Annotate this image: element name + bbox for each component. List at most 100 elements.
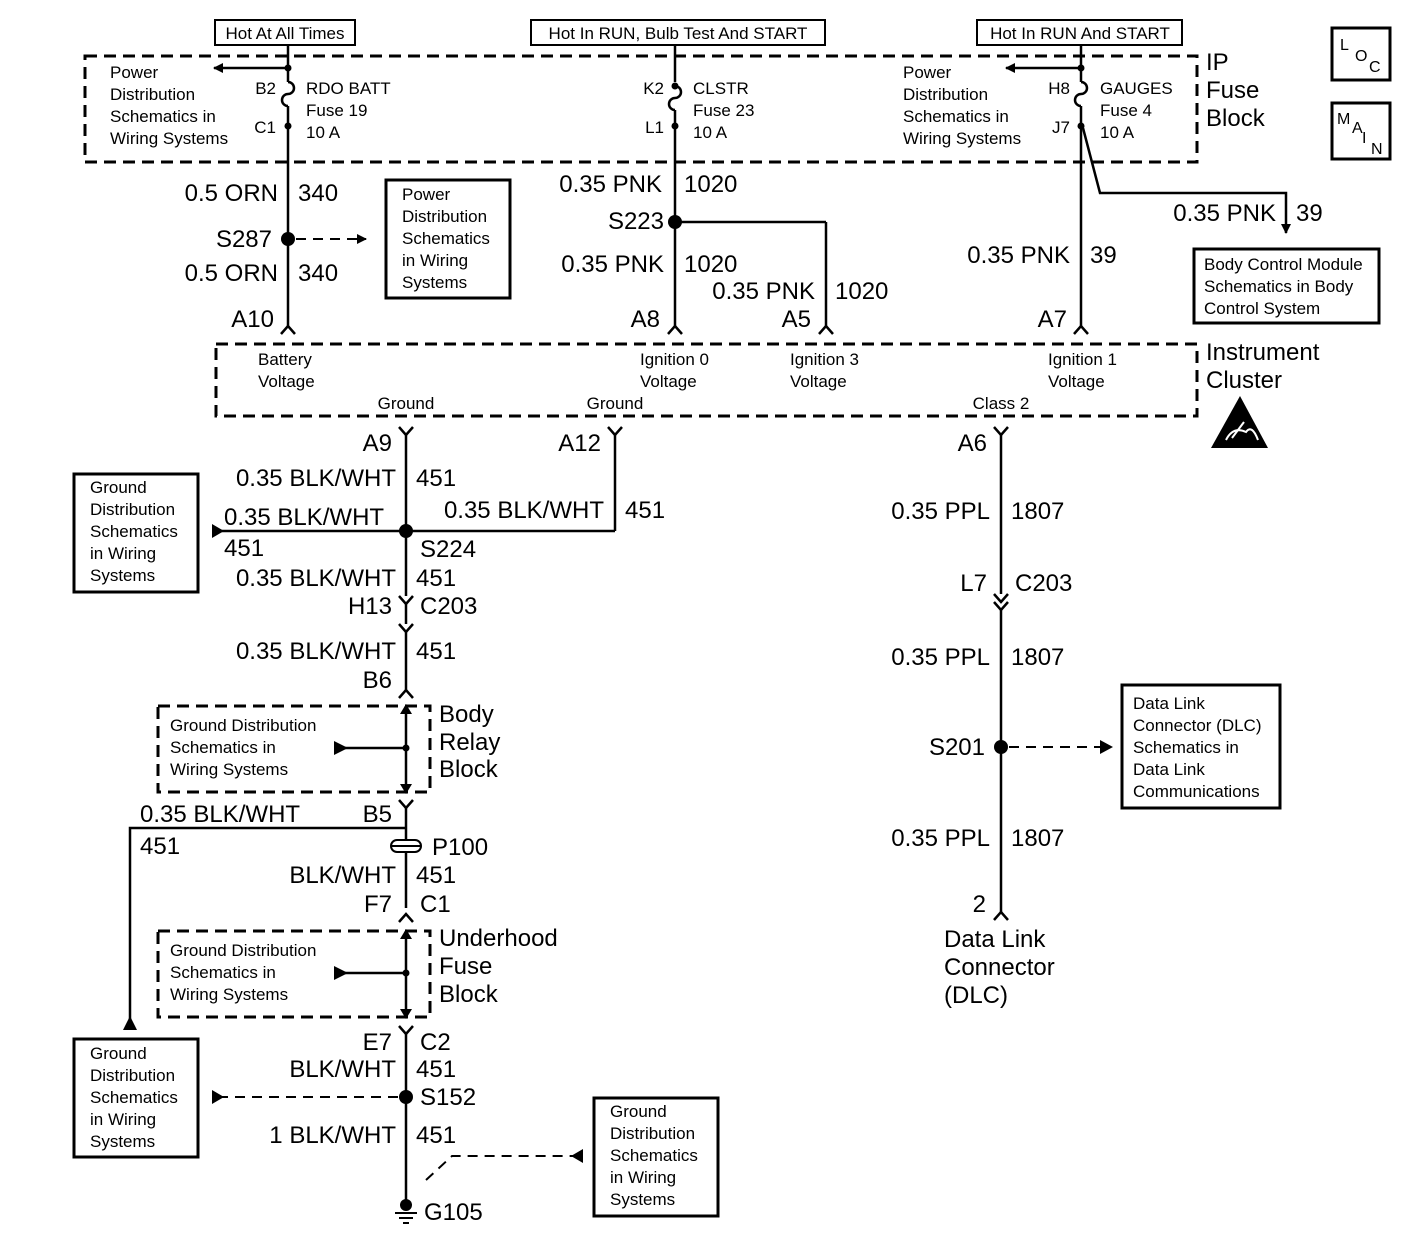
svg-text:Instrument: Instrument <box>1206 339 1320 366</box>
svg-text:Ground: Ground <box>587 394 644 413</box>
svg-text:Ground: Ground <box>90 478 147 497</box>
svg-text:S287: S287 <box>216 226 272 253</box>
circuit-451-lower: B5 0.35 BLK/WHT 451 P100 BLK/WHT 451 F7 … <box>123 799 488 1030</box>
svg-text:A5: A5 <box>782 306 811 333</box>
svg-text:S201: S201 <box>929 734 985 761</box>
svg-text:C2: C2 <box>420 1029 451 1056</box>
svg-text:I: I <box>1362 130 1366 147</box>
svg-text:CLSTR: CLSTR <box>693 79 749 98</box>
svg-text:39: 39 <box>1296 200 1323 227</box>
svg-text:C203: C203 <box>1015 570 1072 597</box>
svg-text:(DLC): (DLC) <box>944 982 1008 1009</box>
svg-text:Distribution: Distribution <box>402 207 487 226</box>
svg-text:Distribution: Distribution <box>903 85 988 104</box>
svg-text:B2: B2 <box>255 79 276 98</box>
svg-text:0.35 PPL: 0.35 PPL <box>891 825 990 852</box>
gds-box-s224: Ground Distribution Schematics in Wiring… <box>72 472 200 594</box>
svg-text:G105: G105 <box>424 1199 483 1226</box>
main-button[interactable]: M A I N <box>1330 101 1392 161</box>
svg-text:0.35 PNK: 0.35 PNK <box>712 278 815 305</box>
svg-text:L: L <box>1340 37 1349 54</box>
svg-text:Connector: Connector <box>944 954 1055 981</box>
loc-button[interactable]: L O C <box>1330 26 1392 82</box>
svg-text:451: 451 <box>416 465 456 492</box>
svg-text:451: 451 <box>416 862 456 889</box>
svg-text:Power: Power <box>110 63 159 82</box>
svg-text:A12: A12 <box>558 430 601 457</box>
cluster-pin-labels: Battery Voltage Ignition 0 Voltage Ignit… <box>258 350 1117 413</box>
svg-text:340: 340 <box>298 260 338 287</box>
instrument-cluster-label: Instrument Cluster <box>1206 339 1320 394</box>
fuse-4: H8 J7 GAUGES Fuse 4 10 A <box>1005 45 1173 142</box>
svg-text:Fuse 4: Fuse 4 <box>1100 101 1152 120</box>
svg-text:Schematics in Body: Schematics in Body <box>1204 277 1354 296</box>
svg-text:1807: 1807 <box>1011 498 1064 525</box>
svg-text:0.35 PPL: 0.35 PPL <box>891 498 990 525</box>
svg-text:Schematics: Schematics <box>402 229 490 248</box>
svg-text:Cluster: Cluster <box>1206 367 1282 394</box>
svg-text:in Wiring: in Wiring <box>90 1110 156 1129</box>
svg-text:0.35 BLK/WHT: 0.35 BLK/WHT <box>236 465 396 492</box>
svg-text:Fuse 19: Fuse 19 <box>306 101 367 120</box>
svg-text:Connector (DLC): Connector (DLC) <box>1133 716 1262 735</box>
svg-text:S224: S224 <box>420 536 476 563</box>
svg-text:Voltage: Voltage <box>790 372 847 391</box>
svg-text:Schematics: Schematics <box>90 522 178 541</box>
svg-text:Ignition 1: Ignition 1 <box>1048 350 1117 369</box>
hot-at-all-times-label: Hot At All Times <box>214 19 356 46</box>
svg-text:in Wiring: in Wiring <box>610 1168 676 1187</box>
svg-text:0.35 BLK/WHT: 0.35 BLK/WHT <box>444 497 604 524</box>
svg-text:Wiring Systems: Wiring Systems <box>170 985 288 1004</box>
svg-text:451: 451 <box>140 833 180 860</box>
svg-text:451: 451 <box>416 638 456 665</box>
svg-text:451: 451 <box>416 1122 456 1149</box>
svg-text:Power: Power <box>402 185 451 204</box>
svg-text:IP: IP <box>1206 49 1229 76</box>
svg-text:C: C <box>1369 59 1381 76</box>
svg-text:Relay: Relay <box>439 729 500 756</box>
svg-text:Ground: Ground <box>610 1102 667 1121</box>
svg-text:Distribution: Distribution <box>110 85 195 104</box>
svg-text:0.35 BLK/WHT: 0.35 BLK/WHT <box>236 565 396 592</box>
svg-text:451: 451 <box>224 535 264 562</box>
svg-text:Hot In RUN, Bulb Test And STAR: Hot In RUN, Bulb Test And START <box>549 24 808 43</box>
svg-text:A10: A10 <box>231 306 274 333</box>
svg-text:Distribution: Distribution <box>90 1066 175 1085</box>
svg-text:Wiring Systems: Wiring Systems <box>110 129 228 148</box>
ip-fuse-block-outline <box>83 54 1199 164</box>
svg-text:0.35 PNK: 0.35 PNK <box>1173 200 1276 227</box>
svg-text:L1: L1 <box>645 118 664 137</box>
svg-text:S152: S152 <box>420 1084 476 1111</box>
svg-text:Schematics in: Schematics in <box>170 963 276 982</box>
svg-text:H8: H8 <box>1048 79 1070 98</box>
svg-text:E7: E7 <box>363 1029 392 1056</box>
svg-text:K2: K2 <box>643 79 664 98</box>
svg-text:Block: Block <box>439 981 499 1008</box>
svg-text:340: 340 <box>298 180 338 207</box>
svg-text:RDO BATT: RDO BATT <box>306 79 391 98</box>
circuit-39: 0.35 PNK 39 0.35 PNK 39 A7 <box>967 126 1323 335</box>
svg-text:S223: S223 <box>608 208 664 235</box>
svg-text:L7: L7 <box>960 570 987 597</box>
svg-text:Data Link: Data Link <box>1133 694 1205 713</box>
svg-text:Voltage: Voltage <box>258 372 315 391</box>
svg-text:A7: A7 <box>1038 306 1067 333</box>
svg-text:0.35 PNK: 0.35 PNK <box>559 171 662 198</box>
svg-text:1020: 1020 <box>835 278 888 305</box>
svg-text:Schematics in: Schematics in <box>170 738 276 757</box>
svg-text:Ignition 0: Ignition 0 <box>640 350 709 369</box>
svg-text:Systems: Systems <box>90 1132 155 1151</box>
svg-text:Distribution: Distribution <box>90 500 175 519</box>
ip-fuse-block-label: IP Fuse Block <box>1206 49 1266 132</box>
circuit-1020: 0.35 PNK 1020 S223 0.35 PNK 1020 0.35 PN… <box>559 126 888 335</box>
svg-text:Battery: Battery <box>258 350 312 369</box>
gds-box-s152: Ground Distribution Schematics in Wiring… <box>72 1037 200 1159</box>
svg-text:Schematics: Schematics <box>610 1146 698 1165</box>
svg-text:Wiring Systems: Wiring Systems <box>170 760 288 779</box>
svg-text:0.35 BLK/WHT: 0.35 BLK/WHT <box>140 801 300 828</box>
svg-text:Class 2: Class 2 <box>973 394 1030 413</box>
esd-warning-icon <box>1211 396 1268 448</box>
svg-text:Schematics: Schematics <box>90 1088 178 1107</box>
ground-symbol-icon <box>395 1199 417 1224</box>
